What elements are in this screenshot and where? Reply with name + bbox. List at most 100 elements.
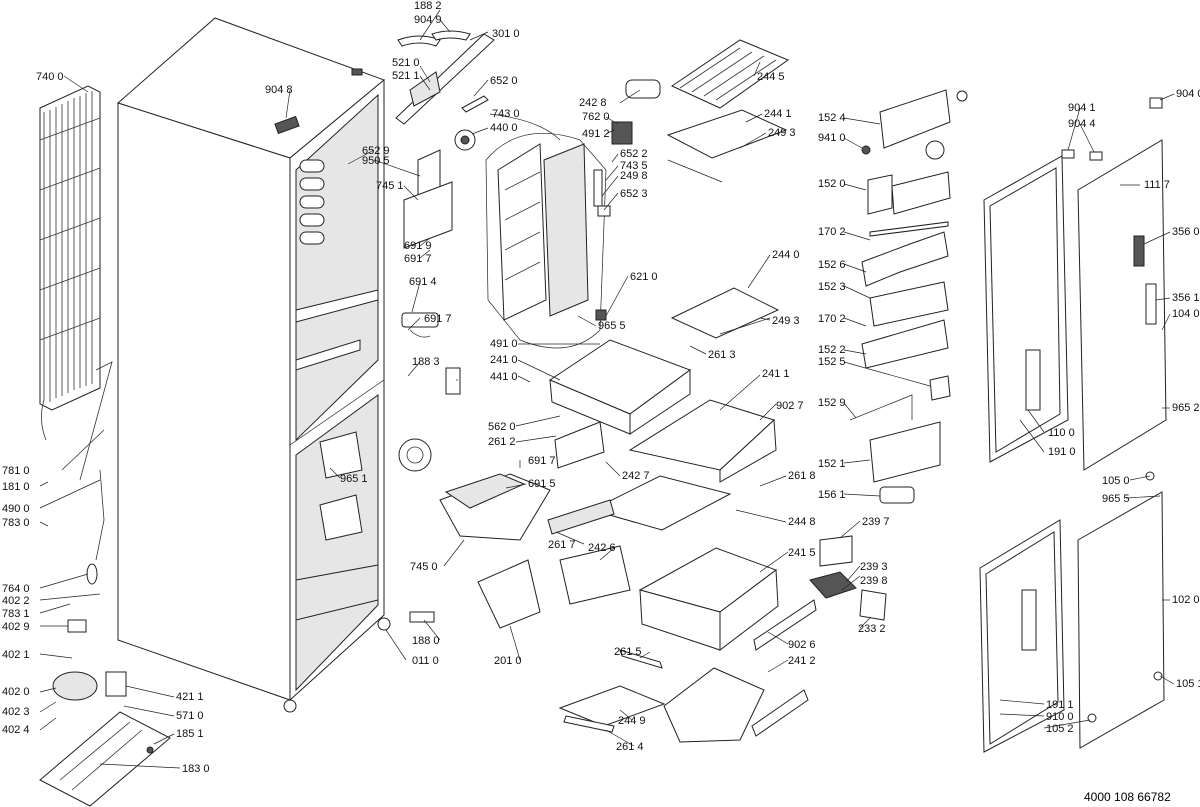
label-764-0: 764 0 — [2, 583, 30, 595]
label-239-8: 239 8 — [860, 575, 888, 587]
label-904-4: 904 4 — [1068, 118, 1096, 130]
label-249-3-b: 249 3 — [772, 315, 800, 327]
refrigerator-cabinet — [117, 17, 391, 713]
label-762-0: 762 0 — [582, 111, 610, 123]
label-241-0: 241 0 — [490, 354, 518, 366]
label-244-0: 244 0 — [772, 249, 800, 261]
label-191-0: 191 0 — [1048, 446, 1076, 458]
leader-lines — [39, 9, 1175, 769]
label-421-1: 421 1 — [176, 691, 204, 703]
top-panel-parts — [274, 30, 495, 338]
label-743-5: 743 5 — [620, 160, 648, 172]
label-562-0: 562 0 — [488, 421, 516, 433]
label-904-1: 904 1 — [1068, 102, 1096, 114]
label-191-1: 191 1 — [1046, 699, 1074, 711]
label-152-1: 152 1 — [818, 458, 846, 470]
document-number: 4000 108 66782 — [1084, 790, 1171, 804]
label-356-0: 356 0 — [1172, 226, 1200, 238]
label-105-0: 105 0 — [1102, 475, 1130, 487]
label-904-9: 904 9 — [414, 14, 442, 26]
label-201-0: 201 0 — [494, 655, 522, 667]
label-356-1: 356 1 — [1172, 292, 1200, 304]
evaporator-assembly — [485, 121, 633, 349]
label-241-1: 241 1 — [762, 368, 790, 380]
label-910-0: 910 0 — [1046, 711, 1074, 723]
label-241-2: 241 2 — [788, 655, 816, 667]
label-152-6: 152 6 — [818, 259, 846, 271]
label-902-7-a: 902 7 — [776, 400, 804, 412]
label-185-1: 185 1 — [176, 728, 204, 740]
label-950-5: 950 5 — [362, 155, 390, 167]
label-104-0: 104 0 — [1172, 308, 1200, 320]
label-691-7-a: 691 7 — [404, 253, 432, 265]
label-239-7: 239 7 — [862, 516, 890, 528]
label-244-9: 244 9 — [618, 715, 646, 727]
label-745-0: 745 0 — [410, 561, 438, 573]
label-261-8: 261 8 — [788, 470, 816, 482]
label-152-0: 152 0 — [818, 178, 846, 190]
label-233-2: 233 2 — [858, 623, 886, 635]
label-440-0: 440 0 — [490, 122, 518, 134]
label-691-5: 691 5 — [528, 478, 556, 490]
label-261-5: 261 5 — [614, 646, 642, 658]
label-965-1: 965 1 — [340, 473, 368, 485]
label-102-0: 102 0 — [1172, 594, 1200, 606]
label-490-0: 490 0 — [2, 503, 30, 515]
label-152-3: 152 3 — [818, 281, 846, 293]
label-110-0: 110 0 — [1048, 427, 1075, 439]
label-965-5-b: 965 5 — [1102, 493, 1130, 505]
label-402-9: 402 9 — [2, 621, 30, 633]
label-691-4: 691 4 — [409, 276, 437, 288]
label-188-2: 188 2 — [414, 0, 442, 12]
label-904-8: 904 8 — [265, 84, 293, 96]
drawers — [547, 339, 887, 743]
label-402-2: 402 2 — [2, 595, 30, 607]
label-652-3: 652 3 — [620, 188, 648, 200]
label-691-9: 691 9 — [404, 240, 432, 252]
upper-shelves — [625, 39, 790, 339]
label-170-2-a: 170 2 — [818, 226, 846, 238]
label-652-2: 652 2 — [620, 148, 648, 160]
door-balconies — [849, 89, 968, 504]
label-745-1: 745 1 — [376, 180, 404, 192]
label-691-7-b: 691 7 — [424, 313, 452, 325]
label-105-1: 105 1 — [1176, 678, 1200, 690]
label-249-3-a: 249 3 — [768, 127, 796, 139]
label-152-2: 152 2 — [818, 344, 846, 356]
label-244-8: 244 8 — [788, 516, 816, 528]
label-965-5-a: 965 5 — [598, 320, 626, 332]
label-105-2: 105 2 — [1046, 723, 1074, 735]
label-491-2: 491 2 — [582, 128, 610, 140]
label-521-1: 521 1 — [392, 70, 420, 82]
label-152-9: 152 9 — [818, 397, 846, 409]
label-904-0: 904 0 — [1176, 88, 1200, 100]
label-621-0: 621 0 — [630, 271, 658, 283]
label-152-4: 152 4 — [818, 112, 846, 124]
condenser-coil — [39, 85, 101, 441]
label-261-7: 261 7 — [548, 539, 576, 551]
label-181-0: 181 0 — [2, 481, 30, 493]
label-402-4: 402 4 — [2, 724, 30, 736]
label-156-1: 156 1 — [818, 489, 846, 501]
label-239-3: 239 3 — [860, 561, 888, 573]
label-441-0: 441 0 — [490, 371, 518, 383]
label-111-7: 111 7 — [1144, 179, 1170, 191]
label-242-6: 242 6 — [588, 542, 616, 554]
label-183-0: 183 0 — [182, 763, 210, 775]
label-261-2: 261 2 — [488, 436, 516, 448]
label-402-1: 402 1 — [2, 649, 30, 661]
label-902-6: 902 6 — [788, 639, 816, 651]
label-402-0: 402 0 — [2, 686, 30, 698]
label-740-0: 740 0 — [36, 71, 64, 83]
label-242-8: 242 8 — [579, 97, 607, 109]
label-261-3: 261 3 — [708, 349, 736, 361]
label-783-1: 783 1 — [2, 608, 30, 620]
label-242-7: 242 7 — [622, 470, 650, 482]
label-244-1: 244 1 — [764, 108, 792, 120]
label-188-0: 188 0 — [412, 635, 440, 647]
label-249-8: 249 8 — [620, 170, 648, 182]
label-743-0: 743 0 — [492, 108, 520, 120]
label-188-3: 188 3 — [412, 356, 440, 368]
lower-parts — [39, 361, 551, 807]
